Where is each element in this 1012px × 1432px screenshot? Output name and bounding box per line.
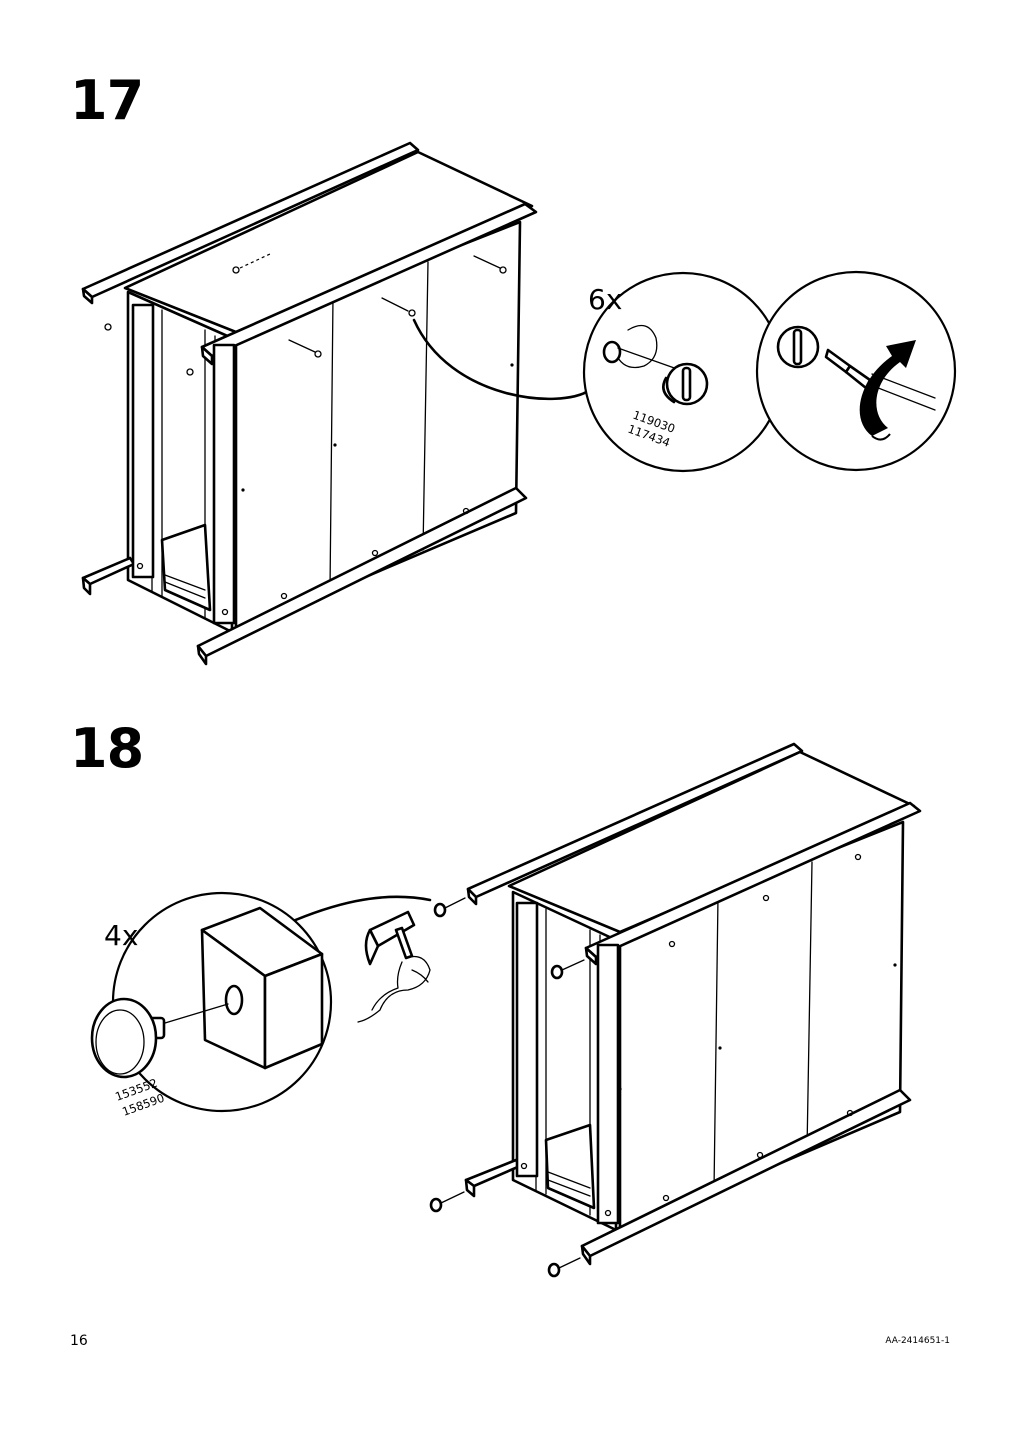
step-18-cabinet-illustration [429, 742, 922, 1278]
step-number-17: 17 [70, 69, 144, 132]
clockwise-arrow-icon [859, 340, 916, 441]
hammer-icon [357, 910, 431, 1023]
detail-leader-curve-17 [412, 318, 592, 401]
step-17-cabinet-illustration [81, 141, 538, 666]
document-code: AA-2414651-1 [885, 1336, 950, 1346]
cam-lock-detail [582, 271, 784, 473]
detail-leader-curve-18 [284, 895, 432, 926]
screwdriver-turn-detail [755, 270, 957, 472]
quantity-label-18: 4x [104, 919, 138, 952]
knob-detail [90, 891, 333, 1113]
quantity-label-17: 6x [588, 283, 622, 316]
page-number: 16 [70, 1333, 88, 1349]
step-number-18: 18 [70, 717, 144, 780]
